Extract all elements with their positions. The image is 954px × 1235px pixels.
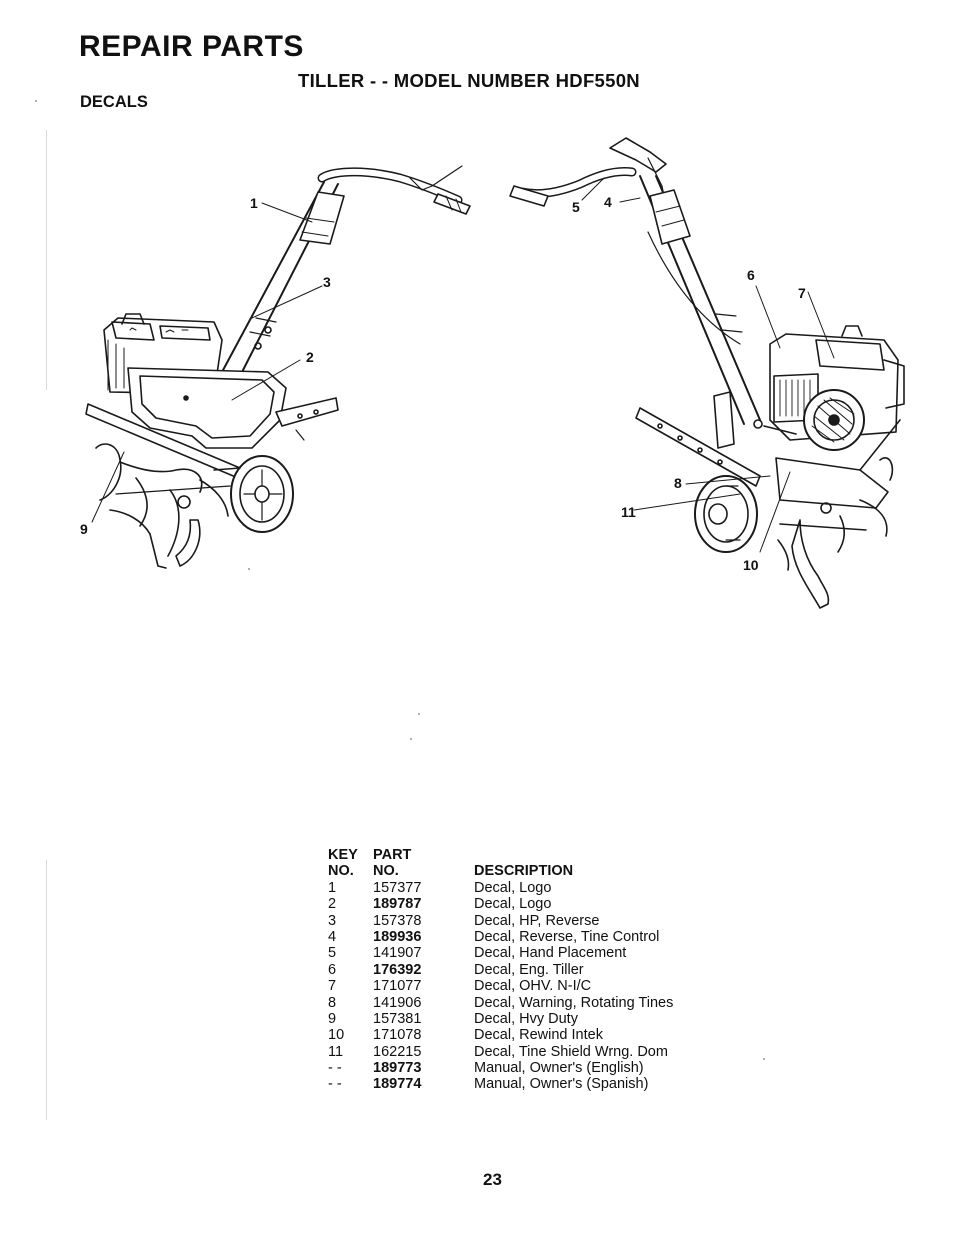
section-heading: DECALS	[80, 93, 148, 111]
right-callout-labels: 4 5 6 7 8 10 11	[572, 194, 806, 573]
key-no-cell: 1	[328, 879, 337, 896]
key-no-cell: 8	[328, 994, 337, 1011]
description-cell: Decal, Logo	[474, 879, 552, 896]
part-no-cell: 141906	[373, 994, 422, 1011]
part-no-cell: 176392	[373, 961, 422, 978]
part-no-cell: 189774	[373, 1076, 422, 1093]
description-cell: Manual, Owner's (Spanish)	[474, 1076, 649, 1093]
left-callout-labels: 1 2 3 9	[80, 195, 331, 537]
description-cell: Decal, HP, Reverse	[474, 912, 600, 929]
model-subheading: TILLER - - MODEL NUMBER HDF550N	[298, 70, 640, 91]
page-number: 23	[483, 1170, 502, 1189]
description-cell: Decal, Warning, Rotating Tines	[474, 994, 674, 1011]
part-no-cell: 157378	[373, 912, 422, 929]
key-no-cell: 5	[328, 945, 337, 962]
header-key-no: NO.	[328, 863, 354, 880]
key-no-cell: 3	[328, 912, 337, 929]
callout-2: 2	[306, 349, 314, 365]
description-cell: Decal, Hand Placement	[474, 945, 627, 962]
callout-11: 11	[621, 504, 636, 520]
callout-8: 8	[674, 475, 682, 491]
callout-3: 3	[323, 274, 331, 290]
callout-10: 10	[743, 557, 759, 573]
description-cell: Decal, Rewind Intek	[474, 1027, 603, 1044]
scan-artifact-dot	[35, 100, 37, 102]
description-cell: Decal, Eng. Tiller	[474, 961, 584, 978]
description-cell: Manual, Owner's (English)	[474, 1060, 644, 1077]
header-part-label: PART	[373, 847, 412, 863]
key-no-cell: 4	[328, 928, 337, 945]
key-no-cell: 11	[328, 1043, 344, 1060]
scan-artifact-dot	[763, 1058, 765, 1060]
part-no-cell: 189787	[373, 896, 422, 913]
part-no-cell: 157381	[373, 1010, 422, 1027]
scan-artifact-dot	[410, 738, 412, 740]
callout-7: 7	[798, 285, 806, 301]
description-cell: Decal, Logo	[474, 896, 552, 913]
part-no-cell: 157377	[373, 879, 422, 896]
callout-9: 9	[80, 521, 88, 537]
tiller-decals-illustration: 1 2 3 9 4 5 6 7 8 10 11	[80, 137, 905, 609]
description-cell: Decal, OHV. N-I/C	[474, 978, 592, 995]
part-no-cell: 162215	[373, 1043, 422, 1060]
key-no-cell: 7	[328, 978, 337, 995]
part-no-cell: 171077	[373, 978, 422, 995]
page-heading: REPAIR PARTS	[79, 30, 304, 63]
description-cell: Decal, Hvy Duty	[474, 1010, 578, 1027]
scan-artifact-line	[46, 860, 47, 1120]
part-no-cell: 141907	[373, 945, 422, 962]
callout-1: 1	[250, 195, 258, 211]
key-no-cell: 9	[328, 1010, 337, 1027]
scan-artifact-line	[46, 130, 47, 390]
callout-6: 6	[747, 267, 755, 283]
scan-artifact-dot	[418, 713, 420, 715]
part-no-cell: 171078	[373, 1027, 422, 1044]
header-part-no: NO.	[373, 863, 399, 880]
scan-artifact-dot	[248, 568, 250, 570]
part-no-cell: 189936	[373, 928, 422, 945]
header-key-label: KEY	[328, 847, 358, 863]
header-description: DESCRIPTION	[474, 863, 574, 880]
right-tiller-drawing	[509, 137, 905, 609]
callout-4: 4	[604, 194, 612, 210]
key-no-cell: 10	[328, 1027, 345, 1044]
description-cell: Decal, Reverse, Tine Control	[474, 928, 660, 945]
key-no-cell: 2	[328, 896, 337, 913]
left-tiller-drawing	[85, 165, 471, 569]
part-no-cell: 189773	[373, 1060, 422, 1077]
key-no-cell: 6	[328, 961, 337, 978]
key-no-cell: - -	[328, 1076, 342, 1093]
callout-5: 5	[572, 199, 580, 215]
key-no-cell: - -	[328, 1060, 342, 1077]
description-cell: Decal, Tine Shield Wrng. Dom	[474, 1043, 668, 1060]
